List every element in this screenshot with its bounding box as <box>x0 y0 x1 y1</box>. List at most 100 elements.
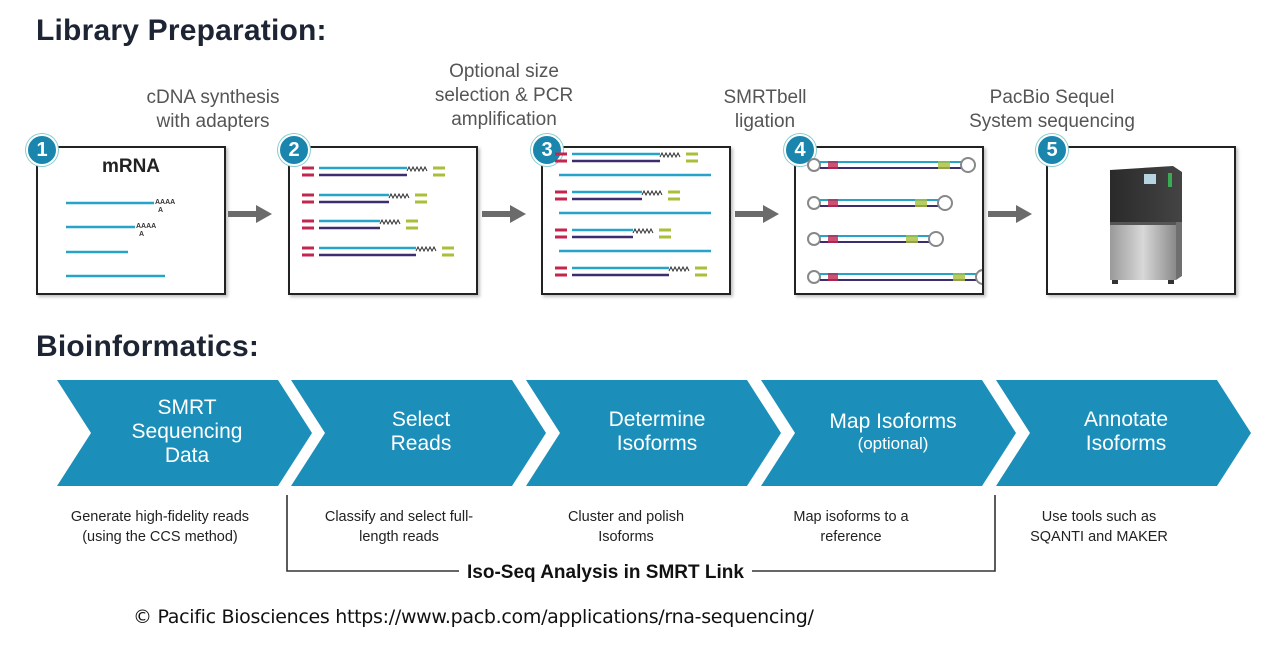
adapter-left <box>828 161 838 169</box>
iso-seq-bracket-label: Iso-Seq Analysis in SMRT Link <box>459 562 752 584</box>
step-1-box: 1 mRNA AAAA A AAAA A <box>26 134 226 295</box>
adapter-left <box>828 199 838 207</box>
description-line: SQANTI and MAKER <box>1030 529 1168 545</box>
caption-line: cDNA synthesis <box>146 87 280 108</box>
step-5-box: 5 <box>1036 134 1236 295</box>
caption-line: amplification <box>451 109 557 130</box>
caption-line: ligation <box>734 111 796 132</box>
hairpin-left <box>807 232 821 246</box>
description-line: Map isoforms to a <box>793 509 909 525</box>
stage-label-line: SMRT <box>157 396 217 419</box>
stage-label-line: Map Isoforms <box>829 410 957 433</box>
stage-1-label: SMRT Sequencing Data <box>87 396 287 468</box>
mrna-label: mRNA <box>101 156 161 177</box>
description-line: (using the CCS method) <box>82 529 238 545</box>
polya-primer <box>415 245 437 253</box>
description-line: Generate high-fidelity reads <box>70 509 250 525</box>
arrow-right-icon <box>735 205 779 223</box>
description-line: Use tools such as <box>1041 509 1157 525</box>
stage-label-line: Reads <box>390 432 452 455</box>
step-2-box: 2 <box>278 134 478 295</box>
arrow-right-icon <box>988 205 1032 223</box>
adapter-right <box>953 273 965 281</box>
polya-primer <box>641 189 663 197</box>
polya-tail: AAAA <box>136 223 156 230</box>
copyright-footer: © Pacific Biosciences https://www.pacb.c… <box>133 606 814 628</box>
stage-5-label: Annotate Isoforms <box>1026 408 1226 456</box>
polya-primer <box>632 227 654 235</box>
stage-1-description: Generate high-fidelity reads (using the … <box>50 507 270 547</box>
step-3-box: 3 <box>531 134 731 295</box>
polya-tail-a: A <box>158 207 163 214</box>
pipeline-chevrons <box>57 380 1251 486</box>
adapter-left <box>828 273 838 281</box>
caption-line: Optional size <box>449 61 559 82</box>
stage-3-description: Cluster and polish Isoforms <box>516 507 736 547</box>
stage-chevron <box>526 380 781 486</box>
hairpin-right <box>975 269 982 285</box>
polya-tail-a: A <box>139 231 144 238</box>
hairpin-right <box>960 157 976 173</box>
stage-5-description: Use tools such as SQANTI and MAKER <box>989 507 1209 547</box>
arrow-right-icon <box>482 205 526 223</box>
hairpin-left <box>807 196 821 210</box>
step-5-badge: 5 <box>1036 134 1068 166</box>
caption-line: with adapters <box>156 111 270 132</box>
stage-label-optional: (optional) <box>857 434 929 453</box>
arrow-right-icon <box>228 205 272 223</box>
caption-line: System sequencing <box>969 111 1135 132</box>
adapter-left <box>828 235 838 243</box>
sequel-instrument-image <box>1110 166 1182 284</box>
stage-label-line: Annotate <box>1083 408 1169 431</box>
polya-primer <box>659 151 681 159</box>
hairpin-right <box>928 231 944 247</box>
polya-primer <box>379 218 401 226</box>
description-line: reference <box>820 529 882 545</box>
stage-2-label: Select Reads <box>321 408 521 456</box>
polya-tail: AAAA <box>155 199 175 206</box>
adapter-right <box>938 161 950 169</box>
stage-chevron <box>57 380 312 486</box>
mrna-strands-graphic: AAAA A AAAA A <box>66 199 175 278</box>
adapter-right <box>906 235 918 243</box>
step-5-caption: PacBio Sequel System sequencing <box>942 86 1162 134</box>
stage-label-line: Select <box>391 408 451 431</box>
stage-4-label: Map Isoforms (optional) <box>793 410 993 454</box>
stage-3-label: Determine Isoforms <box>557 408 757 456</box>
library-preparation-title: Library Preparation: <box>36 14 327 47</box>
bioinformatics-title: Bioinformatics: <box>36 330 260 363</box>
step-3-caption: Optional size selection & PCR amplificat… <box>394 60 614 132</box>
polya-primer <box>406 165 428 173</box>
smrtbell-graphic <box>807 157 982 285</box>
cdna-strands-graphic <box>302 165 454 257</box>
step-2-badge: 2 <box>278 134 310 166</box>
pcr-strands-graphic <box>555 151 711 277</box>
stage-4-description: Map isoforms to a reference <box>741 507 961 547</box>
hairpin-left <box>807 158 821 172</box>
stage-chevron <box>996 380 1251 486</box>
step-4-badge: 4 <box>784 134 816 166</box>
stage-chevron <box>761 380 1016 486</box>
caption-line: PacBio Sequel <box>989 87 1115 108</box>
caption-line: SMRTbell <box>723 87 807 108</box>
polya-primer <box>668 265 690 273</box>
step-2-caption: cDNA synthesis with adapters <box>103 86 323 134</box>
caption-line: selection & PCR <box>434 85 574 106</box>
step-4-caption: SMRTbell ligation <box>655 86 875 134</box>
description-line: length reads <box>359 529 439 545</box>
stage-label-line: Data <box>164 444 210 467</box>
description-line: Cluster and polish <box>567 509 685 525</box>
description-line: Classify and select full- <box>324 509 474 525</box>
stage-label-line: Sequencing <box>131 420 243 443</box>
stage-label-line: Determine <box>608 408 706 431</box>
description-line: Isoforms <box>598 529 654 545</box>
polya-primer <box>388 192 410 200</box>
adapter-right <box>915 199 927 207</box>
hairpin-right <box>937 195 953 211</box>
hairpin-left <box>807 270 821 284</box>
step-4-box: 4 <box>784 134 984 295</box>
stage-label-line: Isoforms <box>1085 432 1167 455</box>
stage-chevron <box>291 380 546 486</box>
stage-2-description: Classify and select full- length reads <box>289 507 509 547</box>
